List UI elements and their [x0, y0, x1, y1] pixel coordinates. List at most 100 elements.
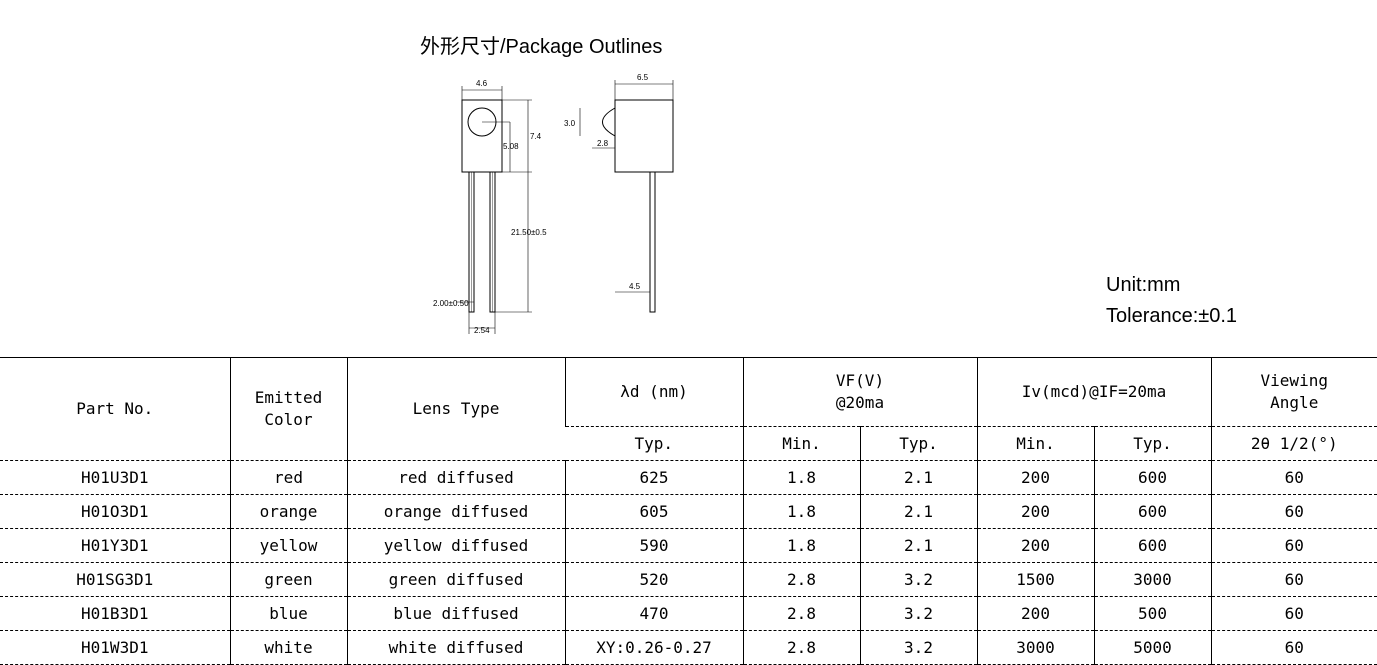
- cell-angle: 60: [1210, 596, 1377, 631]
- dim-lens-depth: 2.8: [597, 139, 609, 148]
- cell-lens: green diffused: [346, 562, 565, 597]
- cell-part: H01W3D1: [0, 630, 230, 665]
- cell-iv-min: 1500: [976, 562, 1094, 597]
- cell-part: H01B3D1: [0, 596, 230, 631]
- table-row: H01Y3D1 yellow yellow diffused 590 1.8 2…: [0, 528, 1377, 563]
- tolerance-label: Tolerance:±0.1: [1106, 305, 1238, 327]
- subheader-vf-typ: Typ.: [859, 426, 977, 461]
- dim-width: 4.6: [476, 79, 488, 88]
- cell-color: blue: [229, 596, 347, 631]
- dim-body-height: 7.4: [530, 132, 542, 141]
- cell-iv-typ: 5000: [1093, 630, 1211, 665]
- header-emitted-line2: Color: [264, 410, 313, 429]
- table-row: H01U3D1 red red diffused 625 1.8 2.1 200…: [0, 460, 1377, 495]
- cell-vf-min: 2.8: [742, 596, 860, 631]
- subheader-iv-typ: Typ.: [1093, 426, 1211, 461]
- table-row: H01B3D1 blue blue diffused 470 2.8 3.2 2…: [0, 596, 1377, 631]
- cell-part: H01U3D1: [0, 460, 230, 495]
- side-lead: [649, 171, 656, 313]
- cell-lens: yellow diffused: [346, 528, 565, 563]
- cell-vf-typ: 3.2: [859, 596, 977, 631]
- subheader-vf-min: Min.: [742, 426, 860, 461]
- dim-lead-width: 2.00±0.50: [433, 299, 469, 308]
- header-vf-line2: @20ma: [835, 393, 885, 412]
- cell-color: yellow: [229, 528, 347, 563]
- cell-lens: blue diffused: [346, 596, 565, 631]
- front-body: [461, 99, 503, 173]
- cell-lens: orange diffused: [346, 494, 565, 529]
- cell-iv-min: 200: [976, 460, 1094, 495]
- cell-vf-typ: 3.2: [859, 630, 977, 665]
- cell-part: H01SG3D1: [0, 562, 230, 597]
- spec-table: Part No. Emitted Color Lens Type λd (nm)…: [0, 357, 1377, 665]
- cell-vf-typ: 2.1: [859, 528, 977, 563]
- cell-iv-min: 200: [976, 596, 1094, 631]
- header-vf-line1: VF(V): [835, 371, 885, 390]
- header-emitted-line1: Emitted: [254, 388, 323, 407]
- table-row: H01W3D1 white white diffused XY:0.26-0.2…: [0, 630, 1377, 665]
- subheader-wl-typ: Typ.: [565, 426, 743, 461]
- cell-vf-min: 2.8: [742, 630, 860, 665]
- side-lens: [602, 107, 616, 137]
- subheader-angle-unit: 2θ 1/2(°): [1210, 426, 1377, 461]
- cell-vf-min: 1.8: [742, 528, 860, 563]
- cell-wavelength: 470: [564, 596, 743, 631]
- cell-part: H01Y3D1: [0, 528, 230, 563]
- cell-vf-min: 1.8: [742, 494, 860, 529]
- cell-wavelength: XY:0.26-0.27: [564, 630, 743, 665]
- header-angle: Viewing Angle: [1210, 357, 1377, 427]
- cell-iv-min: 200: [976, 528, 1094, 563]
- cell-vf-typ: 3.2: [859, 562, 977, 597]
- cell-color: red: [229, 460, 347, 495]
- cell-color: white: [229, 630, 347, 665]
- header-emitted-color: Emitted Color: [229, 357, 347, 461]
- cell-wavelength: 520: [564, 562, 743, 597]
- dim-lead-offset: 4.5: [629, 282, 641, 291]
- cell-color: orange: [229, 494, 347, 529]
- cell-vf-typ: 2.1: [859, 494, 977, 529]
- cell-iv-typ: 600: [1093, 494, 1211, 529]
- header-part-no: Part No.: [0, 357, 230, 461]
- header-angle-line1: Viewing: [1260, 371, 1328, 390]
- page-title: 外形尺寸/Package Outlines: [420, 36, 663, 58]
- table-row: H01SG3D1 green green diffused 520 2.8 3.…: [0, 562, 1377, 597]
- cell-vf-min: 1.8: [742, 460, 860, 495]
- header-angle-line2: Angle: [1270, 393, 1319, 412]
- cell-vf-min: 2.8: [742, 562, 860, 597]
- unit-note: Unit:mm Tolerance:±0.1: [1106, 270, 1237, 332]
- cell-part: H01O3D1: [0, 494, 230, 529]
- package-outline-drawing: 4.6 7.4 5.08 21.50±0.5 2.00±0.50 2.54 6.…: [433, 73, 674, 335]
- cell-iv-min: 200: [976, 494, 1094, 529]
- cell-angle: 60: [1210, 494, 1377, 529]
- cell-color: green: [229, 562, 347, 597]
- dim-lens-dia: 3.0: [564, 119, 576, 128]
- cell-vf-typ: 2.1: [859, 460, 977, 495]
- cell-iv-min: 3000: [976, 630, 1094, 665]
- cell-iv-typ: 500: [1093, 596, 1211, 631]
- cell-lens: red diffused: [346, 460, 565, 495]
- table-subheader-row: Typ. Min. Typ. Min. Typ. 2θ 1/2(°): [0, 426, 1377, 461]
- dim-lead-length: 21.50±0.5: [511, 228, 547, 237]
- header-iv: Iv(mcd)@IF=20ma: [976, 357, 1211, 427]
- unit-label: Unit:mm: [1106, 274, 1181, 296]
- subheader-iv-min: Min.: [976, 426, 1094, 461]
- cell-iv-typ: 3000: [1093, 562, 1211, 597]
- header-lens-type: Lens Type: [346, 357, 565, 461]
- cell-iv-typ: 600: [1093, 460, 1211, 495]
- header-wavelength: λd (nm): [564, 357, 743, 427]
- dim-pitch: 2.54: [474, 326, 490, 335]
- cell-angle: 60: [1210, 528, 1377, 563]
- table-row: H01O3D1 orange orange diffused 605 1.8 2…: [0, 494, 1377, 529]
- cell-wavelength: 625: [564, 460, 743, 495]
- side-body: [614, 99, 674, 173]
- header-vf: VF(V) @20ma: [742, 357, 977, 427]
- cell-wavelength: 605: [564, 494, 743, 529]
- cell-angle: 60: [1210, 460, 1377, 495]
- cell-iv-typ: 600: [1093, 528, 1211, 563]
- cell-angle: 60: [1210, 562, 1377, 597]
- cell-lens: white diffused: [346, 630, 565, 665]
- table-header-row: Part No. Emitted Color Lens Type λd (nm)…: [0, 357, 1377, 461]
- dim-side-width: 6.5: [637, 73, 649, 82]
- cell-wavelength: 590: [564, 528, 743, 563]
- dim-center: 5.08: [503, 142, 519, 151]
